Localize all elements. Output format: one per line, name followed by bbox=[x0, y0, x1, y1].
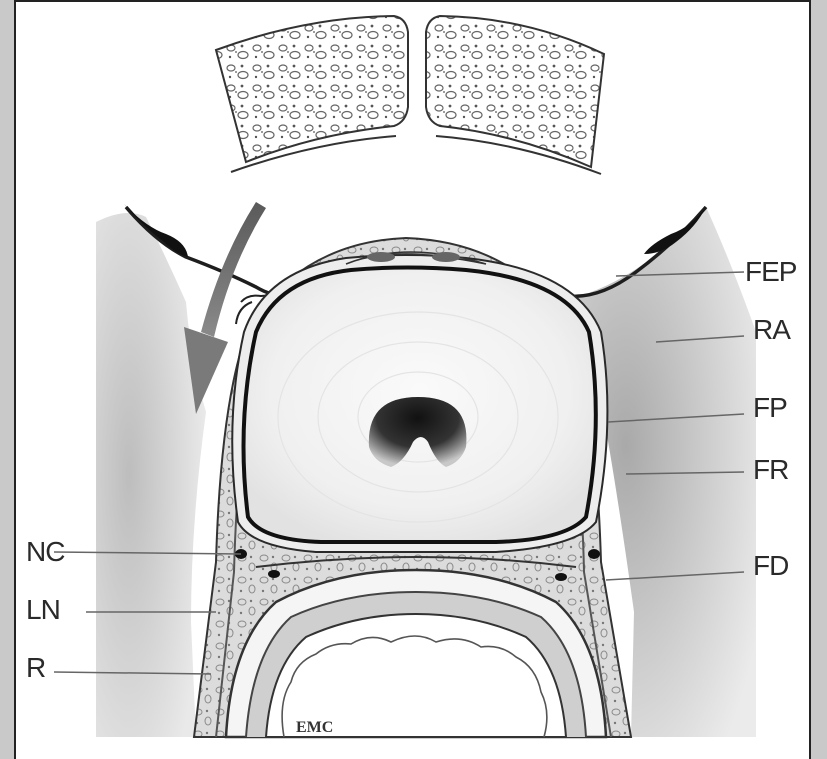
pubic-bone-left bbox=[216, 16, 408, 172]
anatomy-illustration bbox=[16, 2, 811, 759]
label-bottom: EMC bbox=[296, 720, 333, 736]
label-nc: NC bbox=[26, 538, 64, 566]
label-fr: FR bbox=[753, 456, 788, 484]
label-r: R bbox=[26, 654, 45, 682]
pubic-bone-right bbox=[426, 16, 604, 174]
dorsal-vein-right bbox=[432, 252, 460, 262]
lateral-tissue-left bbox=[96, 213, 206, 737]
label-fep: FEP bbox=[745, 258, 796, 286]
label-fd: FD bbox=[753, 552, 788, 580]
label-ln: LN bbox=[26, 596, 60, 624]
dorsal-vein-left bbox=[367, 252, 395, 262]
label-fp: FP bbox=[753, 394, 787, 422]
label-ra: RA bbox=[753, 316, 790, 344]
diagram-frame: FEP RA FP FR FD NC LN R EMC bbox=[14, 0, 811, 759]
